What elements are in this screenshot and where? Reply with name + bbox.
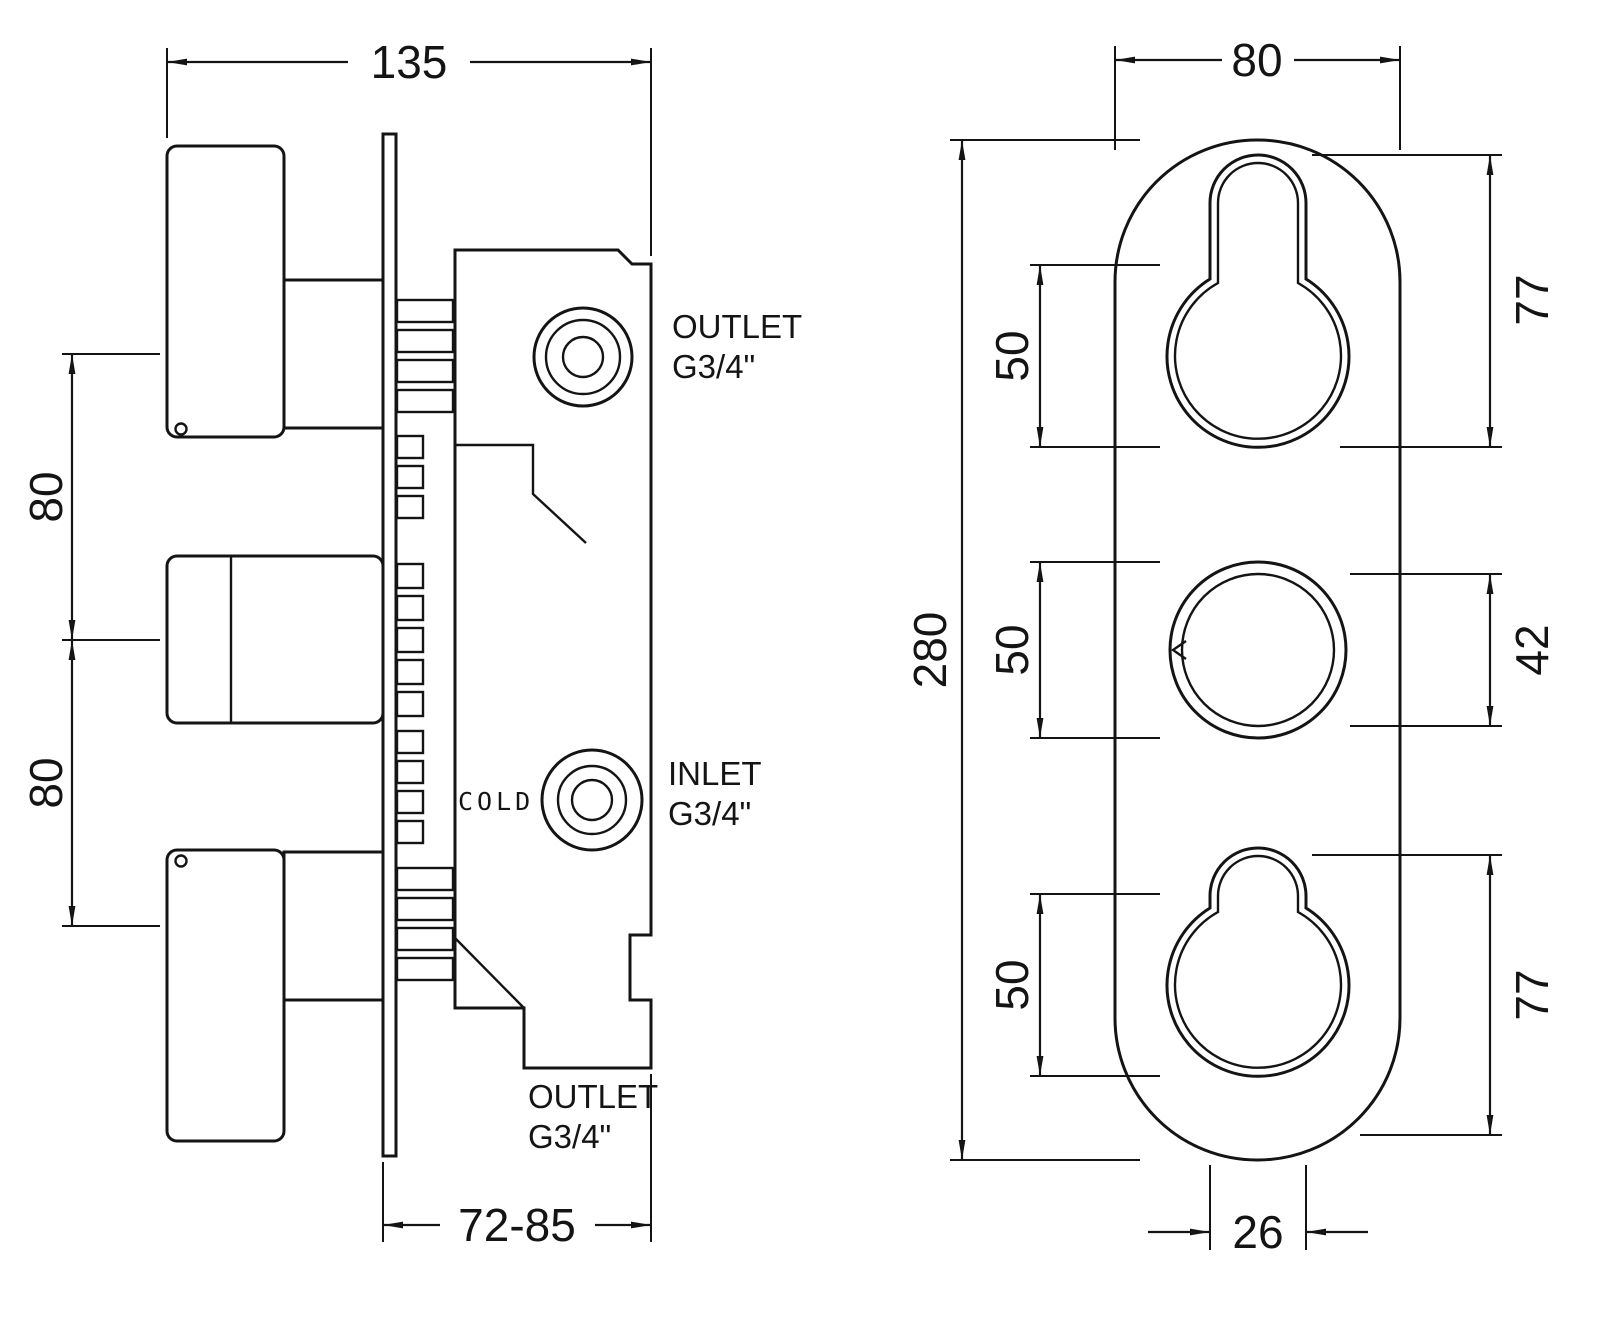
dim-280-label: 280 bbox=[904, 612, 956, 689]
stem-segment bbox=[395, 789, 425, 815]
bottom-control-outer bbox=[1165, 846, 1351, 1078]
dim-80-upper-label: 80 bbox=[20, 471, 72, 522]
dim-42-label: 42 bbox=[1506, 624, 1558, 675]
dim-handle-spacing: 80 80 bbox=[20, 353, 160, 927]
stem-segment bbox=[395, 759, 425, 785]
port-labels: OUTLET G3/4" INLET G3/4" OUTLET G3/4" bbox=[528, 308, 802, 1155]
stem-segment bbox=[395, 494, 425, 520]
outlet-bottom-label-line2: G3/4" bbox=[528, 1118, 611, 1155]
dim-77-top-label: 77 bbox=[1506, 274, 1558, 325]
middle-control-notch bbox=[1170, 640, 1187, 660]
label-mask bbox=[348, 36, 470, 88]
stem-segment bbox=[395, 896, 455, 922]
body-internal-line bbox=[455, 443, 587, 544]
outlet-top-label-line2: G3/4" bbox=[672, 348, 755, 385]
outlet-port-top bbox=[532, 306, 634, 408]
stem-segment bbox=[395, 562, 425, 590]
top-handle-body bbox=[282, 278, 385, 430]
valve-body: COLD bbox=[453, 248, 653, 1070]
dim-50-bottom-label: 50 bbox=[986, 959, 1038, 1010]
dim-77-bottom-label: 77 bbox=[1506, 969, 1558, 1020]
dim-72-85-label: 72-85 bbox=[458, 1199, 576, 1251]
dim-26-label: 26 bbox=[1232, 1206, 1283, 1258]
dim-knob-diameters: 50 50 50 bbox=[986, 264, 1160, 1077]
port-ring-inner bbox=[561, 335, 605, 379]
bottom-control-inner bbox=[1173, 854, 1343, 1069]
dim-135-label: 135 bbox=[371, 36, 448, 88]
bottom-control bbox=[1165, 846, 1351, 1078]
top-handle-detail bbox=[174, 422, 188, 436]
dim-right-sections: 77 42 77 bbox=[1312, 154, 1558, 1136]
stem-segment bbox=[395, 926, 455, 952]
stem-segment bbox=[395, 434, 425, 460]
top-handle bbox=[165, 144, 385, 439]
dim-overall-width: 135 bbox=[166, 36, 652, 256]
middle-handle-body bbox=[165, 554, 385, 725]
stem-segment bbox=[395, 464, 425, 490]
outlet-bottom-label-line1: OUTLET bbox=[528, 1078, 658, 1115]
top-control-inner bbox=[1173, 161, 1343, 440]
stem-segment bbox=[395, 358, 455, 384]
middle-control-inner bbox=[1180, 572, 1336, 728]
bottom-handle bbox=[165, 848, 385, 1143]
label-mask bbox=[1222, 34, 1294, 86]
stem-segment bbox=[395, 819, 425, 845]
body-chamfer-line bbox=[454, 937, 525, 1009]
inlet-port bbox=[540, 748, 644, 852]
dim-depth-range: 72-85 bbox=[382, 1074, 652, 1251]
top-handle-lever bbox=[165, 144, 286, 439]
dim-plate-width: 80 bbox=[1114, 34, 1401, 150]
dim-stem-width: 26 bbox=[1148, 1165, 1368, 1258]
inlet-label-line2: G3/4" bbox=[668, 795, 751, 832]
bottom-handle-lever bbox=[165, 848, 286, 1143]
dim-plate-height: 280 bbox=[904, 139, 1140, 1161]
bottom-handle-body bbox=[282, 850, 385, 1002]
port-ring-inner bbox=[570, 778, 614, 822]
stem-segment bbox=[395, 729, 425, 755]
middle-handle bbox=[165, 554, 385, 725]
stem-segment bbox=[395, 956, 455, 982]
stem-segment bbox=[395, 328, 455, 354]
dim-50-top-label: 50 bbox=[986, 330, 1038, 381]
stem-segment bbox=[395, 594, 425, 622]
middle-control-outer bbox=[1168, 560, 1348, 740]
top-control bbox=[1165, 153, 1351, 449]
dim-80-plate-label: 80 bbox=[1231, 34, 1282, 86]
stem-segment bbox=[395, 658, 425, 686]
inlet-label-line1: INLET bbox=[668, 755, 762, 792]
dim-50-middle-label: 50 bbox=[986, 624, 1038, 675]
top-control-outer bbox=[1165, 153, 1351, 449]
serrated-stems bbox=[395, 298, 455, 982]
front-view: 80 280 50 50 50 bbox=[904, 34, 1558, 1258]
stem-segment bbox=[395, 690, 425, 718]
side-view: COLD OUTLET G3/4" INLET G3/4" OUTLET G3/… bbox=[20, 36, 802, 1251]
wall-plate-side bbox=[381, 132, 398, 1158]
middle-control bbox=[1168, 560, 1348, 740]
label-mask bbox=[440, 1200, 595, 1250]
cold-marking: COLD bbox=[458, 787, 534, 816]
stem-segment bbox=[395, 626, 425, 654]
outlet-top-label-line1: OUTLET bbox=[672, 308, 802, 345]
bottom-handle-detail bbox=[174, 854, 188, 868]
dim-80-lower-label: 80 bbox=[20, 757, 72, 808]
stem-segment bbox=[395, 866, 455, 892]
stem-segment bbox=[395, 298, 455, 324]
stem-segment bbox=[395, 388, 455, 414]
